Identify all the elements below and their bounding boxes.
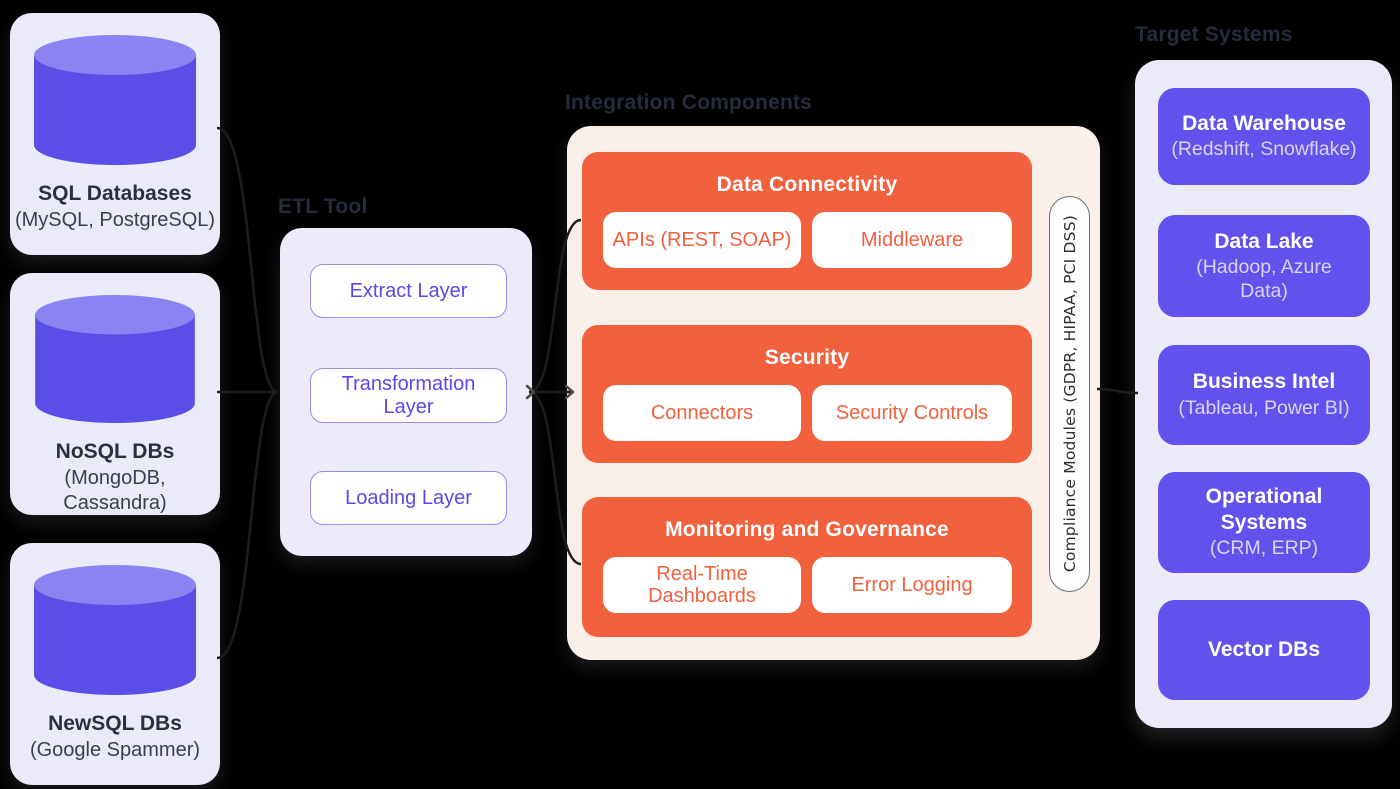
target-subtitle: (Tableau, Power BI) bbox=[1178, 396, 1350, 419]
group-title: Data Connectivity bbox=[716, 173, 898, 196]
source-card-subtitle: (MySQL, PostgreSQL) bbox=[14, 209, 216, 232]
integration-section-title: Integration Components bbox=[565, 91, 813, 114]
target-subtitle: (Redshift, Snowflake) bbox=[1171, 138, 1357, 161]
item-middleware: Middleware bbox=[812, 212, 1012, 268]
etl-layer-loading: Loading Layer bbox=[310, 471, 507, 525]
group-title: Security bbox=[764, 346, 850, 369]
database-cylinder-icon bbox=[34, 565, 196, 695]
compliance-modules-pill: Compliance Modules (GDPR, HIPAA, PCI DSS… bbox=[1049, 196, 1090, 592]
group-security: Security Connectors Security Controls bbox=[582, 325, 1032, 463]
connector-integration-to-targets bbox=[1096, 387, 1139, 395]
source-card-subtitle: (Google Spammer) bbox=[29, 739, 201, 762]
group-title: Monitoring and Governance bbox=[665, 518, 949, 541]
source-card-title: NewSQL DBs bbox=[48, 712, 182, 735]
source-card-newsql-dbs: NewSQL DBs (Google Spammer) bbox=[10, 543, 220, 785]
source-card-nosql-dbs: NoSQL DBs (MongoDB, Cassandra) bbox=[10, 273, 220, 515]
target-title: Data Warehouse bbox=[1182, 111, 1346, 135]
compliance-modules-label: Compliance Modules (GDPR, HIPAA, PCI DSS… bbox=[1060, 215, 1079, 573]
target-box-data-warehouse: Data Warehouse (Redshift, Snowflake) bbox=[1158, 88, 1370, 185]
target-box-business-intel: Business Intel (Tableau, Power BI) bbox=[1158, 345, 1370, 445]
etl-layer-extract: Extract Layer bbox=[310, 264, 507, 318]
target-box-data-lake: Data Lake (Hadoop, Azure Data) bbox=[1158, 215, 1370, 317]
connector-sql-to-etl bbox=[216, 126, 279, 394]
etl-layer-transformation: Transformation Layer bbox=[310, 368, 507, 423]
target-box-operational-systems: Operational Systems (CRM, ERP) bbox=[1158, 472, 1370, 573]
source-card-title: SQL Databases bbox=[38, 182, 192, 205]
database-cylinder-icon bbox=[35, 294, 195, 424]
connector-newsql-to-etl bbox=[216, 390, 279, 660]
target-subtitle: (Hadoop, Azure Data) bbox=[1196, 255, 1332, 302]
target-systems-card: Data Warehouse (Redshift, Snowflake) Dat… bbox=[1135, 60, 1392, 728]
target-subtitle: (CRM, ERP) bbox=[1209, 537, 1319, 560]
source-card-sql-databases: SQL Databases (MySQL, PostgreSQL) bbox=[10, 13, 220, 255]
target-title: Vector DBs bbox=[1207, 637, 1321, 661]
etl-tool-card: Extract Layer Transformation Layer Loadi… bbox=[280, 228, 532, 556]
item-security-controls: Security Controls bbox=[812, 385, 1012, 441]
source-card-subtitle: (MongoDB, Cassandra) bbox=[63, 467, 167, 514]
target-title: Data Lake bbox=[1214, 229, 1314, 253]
target-box-vector-dbs: Vector DBs bbox=[1158, 600, 1370, 700]
item-error-logging: Error Logging bbox=[812, 557, 1012, 613]
item-real-time-dashboards: Real-Time Dashboards bbox=[603, 557, 801, 613]
target-section-title: Target Systems bbox=[1135, 23, 1293, 46]
item-apis-rest-soap: APIs (REST, SOAP) bbox=[603, 212, 801, 268]
etl-section-title: ETL Tool bbox=[278, 195, 368, 218]
item-connectors: Connectors bbox=[603, 385, 801, 441]
group-data-connectivity: Data Connectivity APIs (REST, SOAP) Midd… bbox=[582, 152, 1032, 290]
database-cylinder-icon bbox=[34, 35, 196, 165]
source-card-title: NoSQL DBs bbox=[55, 440, 175, 464]
integration-components-card: Data Connectivity APIs (REST, SOAP) Midd… bbox=[567, 126, 1100, 660]
target-title: Business Intel bbox=[1192, 370, 1336, 394]
target-title: Operational Systems bbox=[1205, 484, 1323, 535]
group-monitoring-governance: Monitoring and Governance Real-Time Dash… bbox=[582, 497, 1032, 637]
